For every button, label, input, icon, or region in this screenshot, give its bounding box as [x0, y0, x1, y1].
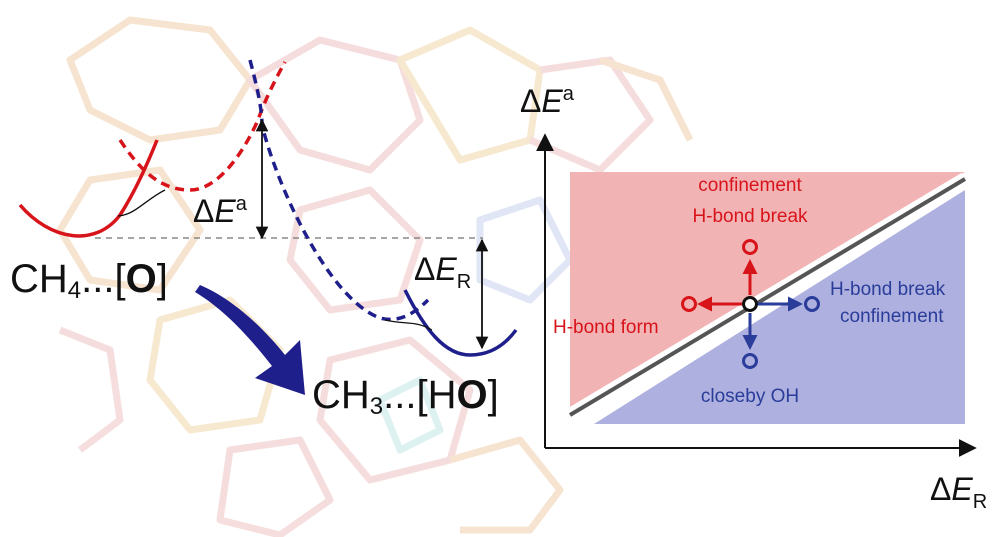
barrier-energy-label: ΔEa: [193, 193, 248, 229]
down-endpoint-circle: [742, 353, 758, 369]
label-hbond-break-up: H-bond break: [692, 206, 808, 227]
product-label: CH3...[HO]: [312, 373, 499, 420]
energy-profile: ΔEa ΔER CH4...[O] CH3...[HO]: [10, 59, 518, 420]
reaction-energy-label: ΔER: [414, 251, 471, 293]
product-well-curve: [403, 289, 518, 357]
right-endpoint-circle: [804, 296, 820, 312]
label-hbond-break-right: H-bond break: [830, 279, 946, 300]
energy-map: ΔEa ΔER confinement H-bond break H-bond …: [520, 83, 987, 513]
up-endpoint-circle: [742, 239, 758, 255]
left-endpoint-circle: [681, 296, 697, 312]
crossing-connector: [117, 189, 166, 217]
product-dashed-branch: [248, 59, 430, 322]
label-confinement-right: confinement: [840, 306, 944, 327]
label-hbond-form: H-bond form: [553, 317, 659, 338]
reactant-well-curve: [18, 139, 159, 238]
reactant-dashed-extension: [118, 61, 287, 192]
product-crossing-connector: [384, 319, 433, 331]
reactant-label: CH4...[O]: [10, 257, 168, 304]
reaction-curved-arrow: [195, 285, 305, 395]
zeolite-framework-background: [56, 16, 694, 537]
lower-region: [594, 190, 965, 424]
label-confinement-up: confinement: [698, 175, 802, 196]
label-closeby-oh: closeby OH: [701, 386, 799, 407]
diagonal-line: [568, 177, 967, 417]
center-circle-icon: [742, 296, 758, 312]
x-axis-label: ΔER: [930, 471, 987, 513]
y-axis-label: ΔEa: [520, 83, 575, 119]
